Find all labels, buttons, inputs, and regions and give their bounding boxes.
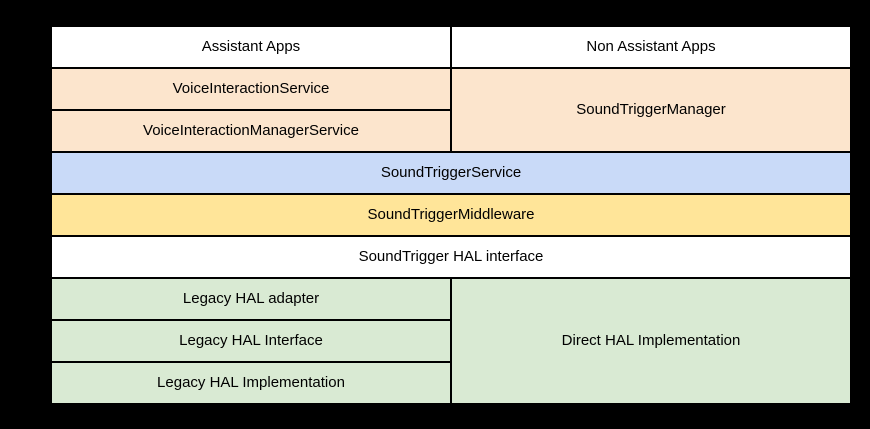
cell-sound-trigger-service: SoundTriggerService [52,153,850,193]
cell-voice-interaction-manager-service: VoiceInteractionManagerService [52,111,450,151]
cell-label: SoundTrigger HAL interface [358,248,544,265]
cell-sound-trigger-manager: SoundTriggerManager [452,69,850,151]
cell-assistant-apps: Assistant Apps [52,27,450,67]
cell-label: Legacy HAL Interface [179,332,323,349]
cell-label: VoiceInteractionManagerService [143,122,359,139]
cell-direct-hal-implementation: Direct HAL Implementation [452,279,850,403]
cell-label: SoundTriggerMiddleware [367,206,535,223]
cell-legacy-hal-implementation: Legacy HAL Implementation [52,363,450,403]
cell-sound-trigger-middleware: SoundTriggerMiddleware [52,195,850,235]
cell-label: Direct HAL Implementation [561,332,741,349]
cell-legacy-hal-interface: Legacy HAL Interface [52,321,450,361]
cell-legacy-hal-adapter: Legacy HAL adapter [52,279,450,319]
cell-label: SoundTriggerService [380,164,522,181]
cell-voice-interaction-service: VoiceInteractionService [52,69,450,109]
cell-label: SoundTriggerManager [576,101,726,118]
cell-label: VoiceInteractionService [172,80,330,97]
cell-non-assistant-apps: Non Assistant Apps [452,27,850,67]
cell-label: Non Assistant Apps [586,38,716,55]
cell-sound-trigger-hal-interface: SoundTrigger HAL interface [52,237,850,277]
diagram-table: Assistant Apps Non Assistant Apps VoiceI… [52,27,850,403]
cell-label: Assistant Apps [201,38,301,55]
cell-label: Legacy HAL Implementation [157,374,345,391]
cell-label: Legacy HAL adapter [182,290,320,307]
